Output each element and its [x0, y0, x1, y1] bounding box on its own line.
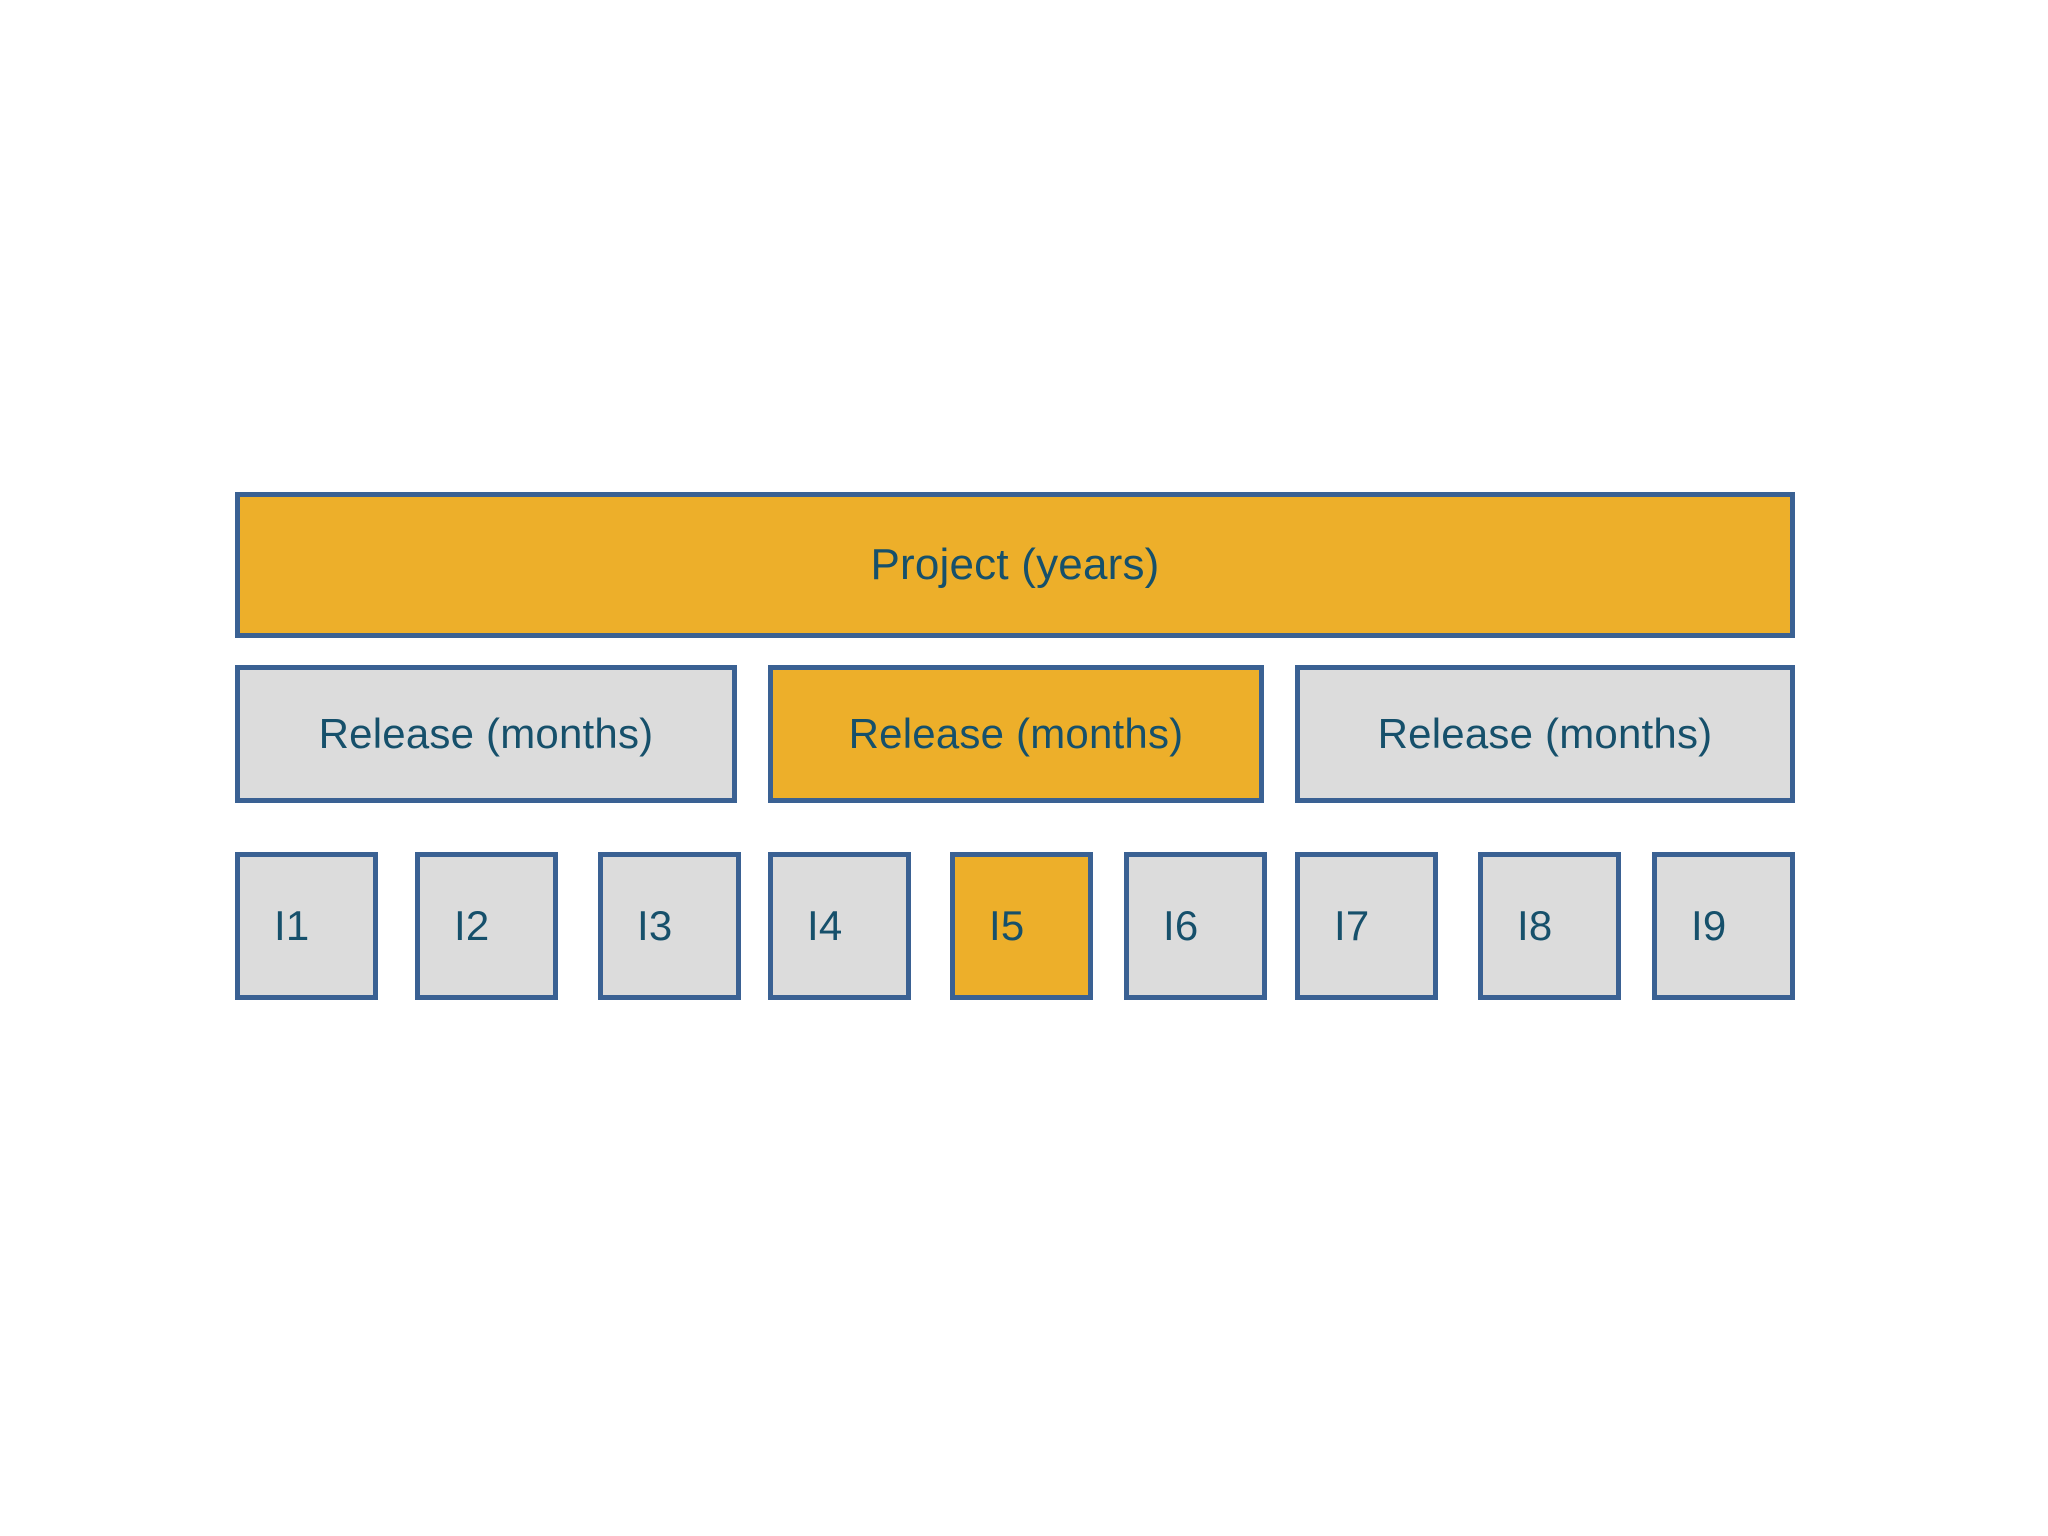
release-label-3: Release (months)	[1377, 710, 1713, 757]
project-box[interactable]: Project (years)	[235, 492, 1795, 638]
iteration-label-i4: I4	[807, 902, 843, 949]
release-label-2: Release (months)	[848, 710, 1184, 757]
iteration-label-i2: I2	[454, 902, 490, 949]
iteration-label-i7: I7	[1334, 902, 1370, 949]
iteration-label-i8: I8	[1517, 902, 1553, 949]
project-label: Project (years)	[870, 540, 1160, 589]
release-box-3[interactable]: Release (months)	[1295, 665, 1795, 803]
iteration-box-i6[interactable]: I6	[1124, 852, 1267, 1000]
iteration-box-i3[interactable]: I3	[598, 852, 741, 1000]
iteration-label-i3: I3	[637, 902, 673, 949]
iteration-label-i5: I5	[989, 902, 1025, 949]
iteration-box-i7[interactable]: I7	[1295, 852, 1438, 1000]
release-label-1: Release (months)	[318, 710, 654, 757]
iteration-box-i5[interactable]: I5	[950, 852, 1093, 1000]
iteration-label-i1: I1	[274, 902, 310, 949]
iteration-label-i6: I6	[1163, 902, 1199, 949]
iteration-box-i2[interactable]: I2	[415, 852, 558, 1000]
iteration-box-i4[interactable]: I4	[768, 852, 911, 1000]
iteration-box-i1[interactable]: I1	[235, 852, 378, 1000]
iteration-box-i9[interactable]: I9	[1652, 852, 1795, 1000]
release-box-2[interactable]: Release (months)	[768, 665, 1264, 803]
iteration-label-i9: I9	[1691, 902, 1727, 949]
release-box-1[interactable]: Release (months)	[235, 665, 737, 803]
iteration-box-i8[interactable]: I8	[1478, 852, 1621, 1000]
